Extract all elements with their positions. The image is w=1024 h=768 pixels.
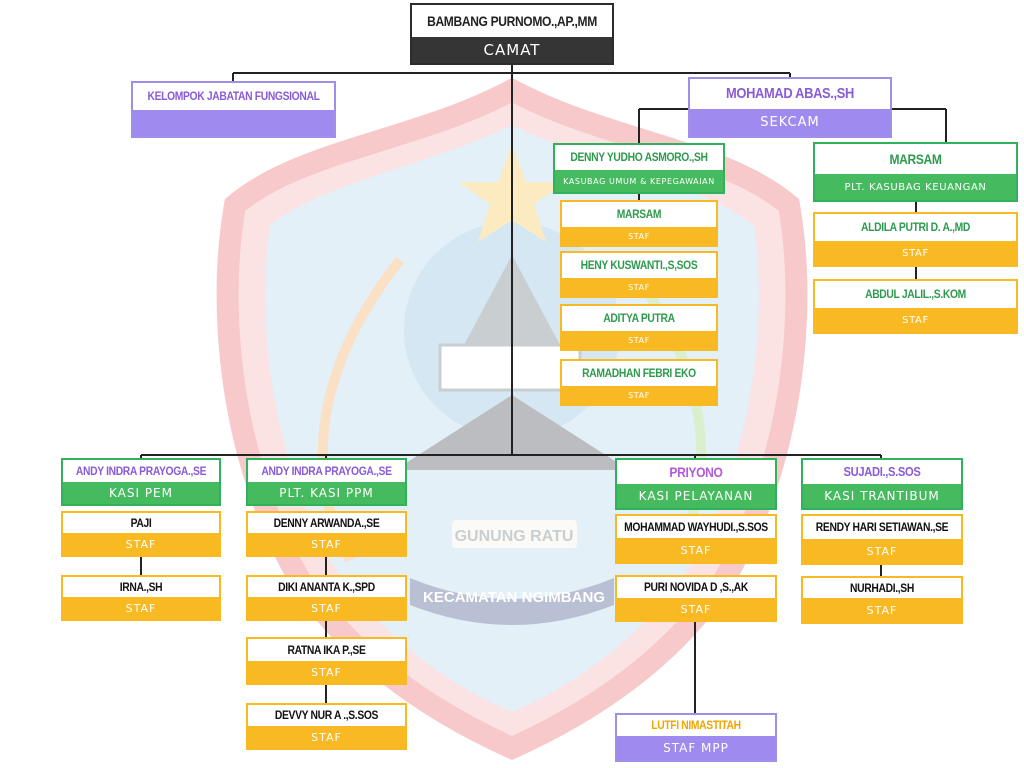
- staff-card: MARSAM STAF: [560, 200, 718, 247]
- fungsional-role: [133, 110, 334, 136]
- staff-role: STAF: [815, 308, 1016, 332]
- kasubag-keuangan-name: MARSAM: [889, 150, 942, 167]
- camat-card: BAMBANG PURNOMO.,AP.,MM CAMAT: [410, 3, 614, 65]
- kasi-pem-role: KASI PEM: [63, 482, 219, 504]
- kasubag-umum-role: KASUBAG UMUM & KEPEGAWAIAN: [555, 170, 723, 192]
- fungsional-card: KELOMPOK JABATAN FUNGSIONAL: [131, 81, 336, 138]
- staff-name: RAMADHAN FEBRI EKO: [582, 366, 696, 381]
- staff-name: RENDY HARI SETIAWAN.,SE: [815, 520, 949, 535]
- kasi-trantibum-role: KASI TRANTIBUM: [803, 484, 961, 508]
- sekcam-card: MOHAMAD ABAS.,SH SEKCAM: [688, 77, 892, 138]
- staff-card: RATNA IKA P.,SE STAF: [246, 637, 407, 685]
- staff-role: STAF: [248, 597, 405, 619]
- staff-name: PAJI: [130, 515, 152, 530]
- staff-name: DEVVY NUR A .,S.SOS: [274, 708, 379, 723]
- staff-name: DENNY ARWANDA.,SE: [273, 515, 380, 530]
- staff-name: ADITYA PUTRA: [603, 311, 675, 326]
- emblem-text-1: GUNUNG RATU: [455, 528, 574, 545]
- staff-card: HENY KUSWANTI.,S,SOS STAF: [560, 251, 718, 298]
- staf-mpp-card: LUTFI NIMASTITAH STAF MPP: [615, 713, 777, 762]
- staff-card: NURHADI.,SH STAF: [801, 576, 963, 624]
- staff-name: HENY KUSWANTI.,S,SOS: [580, 258, 698, 273]
- kasi-ppm-role: PLT. KASI PPM: [248, 482, 405, 504]
- sekcam-role: SEKCAM: [690, 109, 890, 136]
- staff-role: STAF: [617, 598, 775, 620]
- camat-name: BAMBANG PURNOMO.,AP.,MM: [427, 12, 597, 29]
- staff-card: ABDUL JALIL.,S.KOM STAF: [813, 279, 1018, 334]
- kasi-ppm-card: ANDY INDRA PRAYOGA.,SE PLT. KASI PPM: [246, 458, 407, 506]
- staff-card: PAJI STAF: [61, 511, 221, 557]
- kasubag-umum-card: DENNY YUDHO ASMORO.,SH KASUBAG UMUM & KE…: [553, 143, 725, 194]
- kasubag-umum-name: DENNY YUDHO ASMORO.,SH: [570, 150, 708, 165]
- kasi-trantibum-name: SUJADI.,S.SOS: [843, 464, 921, 480]
- staff-name: IRNA.,SH: [119, 579, 163, 594]
- kasi-trantibum-card: SUJADI.,S.SOS KASI TRANTIBUM: [801, 458, 963, 510]
- staff-card: MOHAMMAD WAYHUDI.,S.SOS STAF: [615, 514, 777, 564]
- staff-card: DENNY ARWANDA.,SE STAF: [246, 511, 407, 557]
- staff-role: STAF: [617, 538, 775, 562]
- staff-card: RENDY HARI SETIAWAN.,SE STAF: [801, 514, 963, 565]
- staff-role: STAF: [63, 597, 219, 619]
- staff-card: ALDILA PUTRI D. A.,MD STAF: [813, 212, 1018, 267]
- staff-role: STAF: [803, 598, 961, 622]
- camat-role: CAMAT: [412, 37, 612, 63]
- staff-role: STAF: [248, 661, 405, 683]
- staff-name: RATNA IKA P.,SE: [287, 642, 366, 657]
- staff-card: DEVVY NUR A .,S.SOS STAF: [246, 703, 407, 750]
- kasi-pem-card: ANDY INDRA PRAYOGA.,SE KASI PEM: [61, 458, 221, 506]
- staff-role: STAF: [562, 331, 716, 349]
- staff-role: STAF: [562, 386, 716, 404]
- staff-name: MOHAMMAD WAYHUDI.,S.SOS: [624, 519, 768, 534]
- staff-card: RAMADHAN FEBRI EKO STAF: [560, 359, 718, 406]
- kasubag-keuangan-role: PLT. KASUBAG KEUANGAN: [815, 174, 1016, 200]
- staff-name: MARSAM: [616, 207, 662, 222]
- kasubag-keuangan-card: MARSAM PLT. KASUBAG KEUANGAN: [813, 142, 1018, 202]
- emblem-text-2: KECAMATAN NGIMBANG: [423, 589, 605, 606]
- kasi-pelayanan-card: PRIYONO KASI PELAYANAN: [615, 458, 777, 510]
- staff-name: PURI NOVIDA D ,S.,AK: [644, 580, 748, 595]
- staff-role: STAF: [248, 726, 405, 748]
- staff-card: DIKI ANANTA K.,SPD STAF: [246, 575, 407, 621]
- kasi-pem-name: ANDY INDRA PRAYOGA.,SE: [75, 463, 207, 478]
- staff-card: IRNA.,SH STAF: [61, 575, 221, 621]
- staff-role: STAF: [815, 241, 1016, 265]
- fungsional-name: KELOMPOK JABATAN FUNGSIONAL: [147, 89, 320, 104]
- staff-role: STAF: [248, 533, 405, 555]
- staff-name: ABDUL JALIL.,S.KOM: [865, 287, 966, 302]
- staff-role: STAF: [63, 533, 219, 555]
- kasi-pelayanan-name: PRIYONO: [669, 463, 723, 480]
- staff-role: STAF: [562, 278, 716, 296]
- sekcam-name: MOHAMAD ABAS.,SH: [725, 85, 855, 103]
- staf-mpp-name: LUTFI NIMASTITAH: [651, 718, 741, 733]
- staff-name: ALDILA PUTRI D. A.,MD: [861, 220, 970, 235]
- staff-card: ADITYA PUTRA STAF: [560, 304, 718, 351]
- staf-mpp-role: STAF MPP: [617, 736, 775, 760]
- staff-name: DIKI ANANTA K.,SPD: [278, 579, 375, 594]
- kasi-ppm-name: ANDY INDRA PRAYOGA.,SE: [261, 463, 392, 478]
- kasi-pelayanan-role: KASI PELAYANAN: [617, 484, 775, 508]
- staff-name: NURHADI.,SH: [850, 580, 914, 595]
- staff-role: STAF: [803, 539, 961, 563]
- staff-role: STAF: [562, 227, 716, 245]
- staff-card: PURI NOVIDA D ,S.,AK STAF: [615, 575, 777, 622]
